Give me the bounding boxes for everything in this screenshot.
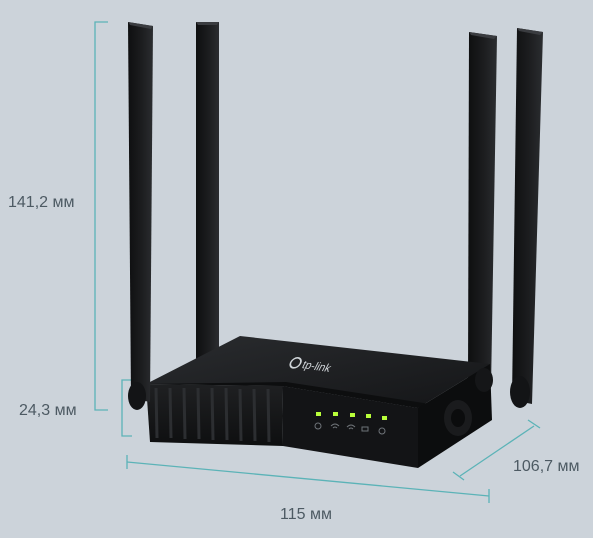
led-power bbox=[316, 412, 321, 416]
width-label: 115 мм bbox=[280, 506, 332, 523]
body-height-label: 24,3 мм bbox=[19, 402, 77, 419]
body-height-bracket bbox=[121, 379, 132, 437]
ventilation-fins bbox=[154, 387, 271, 443]
height-label: 141,2 мм bbox=[8, 194, 75, 211]
svg-text:tp-link: tp-link bbox=[300, 359, 334, 375]
router-top bbox=[146, 336, 490, 408]
wifi-5-icon bbox=[346, 424, 356, 430]
depth-line bbox=[459, 425, 535, 477]
antenna-front-right bbox=[510, 28, 543, 408]
led-wan bbox=[382, 416, 387, 420]
router-front-left bbox=[146, 384, 283, 446]
dimension-lines bbox=[94, 21, 541, 503]
status-leds bbox=[316, 412, 387, 420]
led-5g bbox=[350, 413, 355, 417]
power-icon bbox=[314, 422, 322, 430]
led-icons bbox=[314, 422, 386, 435]
antenna-back-right bbox=[468, 32, 497, 388]
led-2g bbox=[333, 412, 338, 416]
router-front-panel bbox=[282, 386, 418, 468]
antenna-back-left bbox=[196, 22, 219, 366]
lan-icon bbox=[361, 426, 369, 432]
depth-label: 106,7 мм bbox=[513, 458, 580, 475]
height-bracket bbox=[94, 21, 108, 411]
internet-icon bbox=[378, 427, 386, 435]
led-lan bbox=[366, 414, 371, 418]
wifi-24-icon bbox=[330, 423, 340, 429]
width-line bbox=[126, 461, 490, 497]
tp-link-logo: tp-link bbox=[289, 357, 334, 375]
antenna-front-left bbox=[128, 22, 153, 410]
hinge-back-right bbox=[475, 368, 493, 392]
